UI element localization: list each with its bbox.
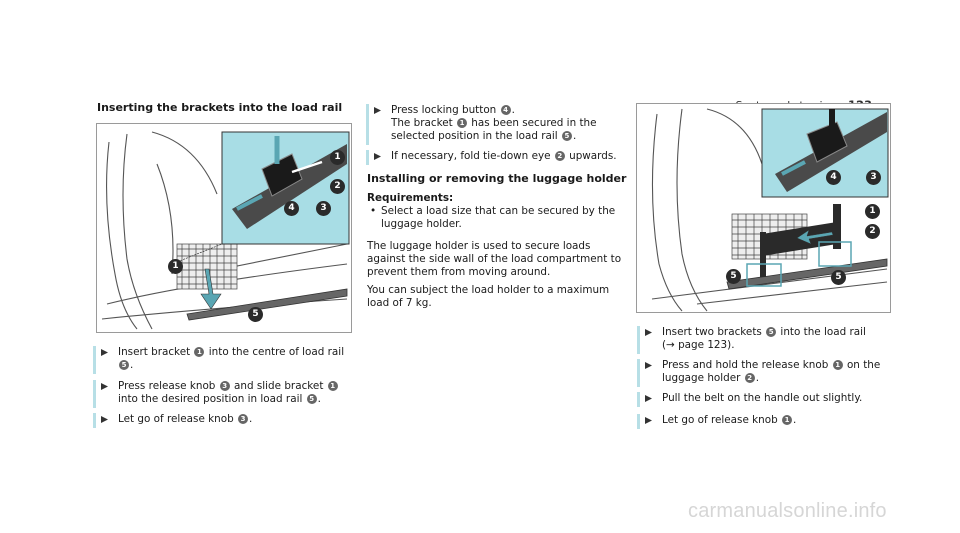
paragraph-purpose: The luggage holder is used to secure loa… <box>367 240 622 278</box>
callout-3: 3 <box>866 170 881 185</box>
bullet-dot-icon: • <box>370 205 377 217</box>
requirements-label: Requirements: <box>367 192 454 204</box>
step-arrow-icon <box>645 395 652 402</box>
step-arrow-icon <box>101 416 108 423</box>
callout-2: 2 <box>865 224 880 239</box>
step-arrow-icon <box>101 383 108 390</box>
callout-5: 5 <box>726 269 741 284</box>
requirement-item: • Select a load size that can be secured… <box>370 205 616 230</box>
ref-2: 2 <box>554 151 565 161</box>
step-arrow-icon <box>374 107 381 114</box>
section-heading: Inserting the brackets into the load rai… <box>97 101 343 114</box>
step-arrow-icon <box>374 153 381 160</box>
section-heading-luggage: Installing or removing the luggage holde… <box>367 172 627 185</box>
page-reference-link[interactable]: (→ page 123). <box>662 339 735 351</box>
ref-5: 5 <box>766 327 777 337</box>
ref-4: 4 <box>500 105 511 115</box>
step-arrow-icon <box>645 362 652 369</box>
step-press-release: Press release knob 3 and slide bracket 1… <box>93 380 339 408</box>
step-press-hold: Press and hold the release knob 1 on the… <box>637 359 880 387</box>
step-pull-belt: Pull the belt on the handle out slightly… <box>637 392 862 407</box>
paragraph-max-load: You can subject the load holder to a max… <box>367 284 610 309</box>
step-arrow-icon <box>645 329 652 336</box>
ref-3: 3 <box>238 414 248 424</box>
ref-2: 2 <box>744 373 755 383</box>
ref-1: 1 <box>194 347 205 357</box>
ref-3: 3 <box>219 381 230 391</box>
ref-1: 1 <box>832 360 843 370</box>
callout-1: 1 <box>330 150 345 165</box>
step-let-go-knob: Let go of release knob 1. <box>637 414 796 429</box>
step-insert-two-brackets: Insert two brackets 5 into the load rail… <box>637 326 866 354</box>
callout-5: 5 <box>248 307 263 322</box>
step-arrow-icon <box>645 417 652 424</box>
callout-1b: 1 <box>168 259 183 274</box>
watermark-text: carmanualsonline.info <box>688 500 887 522</box>
ref-5: 5 <box>119 360 129 370</box>
step-press-locking: Press locking button 4. The bracket 1 ha… <box>366 104 597 145</box>
callout-5b: 5 <box>831 270 846 285</box>
step-arrow-icon <box>101 349 108 356</box>
figure-bracket-insert: 1 2 3 4 5 1 <box>96 123 352 333</box>
ref-1: 1 <box>327 381 338 391</box>
luggage-holder-illustration <box>651 108 889 312</box>
step-fold-eye: If necessary, fold tie-down eye 2 upward… <box>366 150 617 165</box>
step-let-go: Let go of release knob 3. <box>93 413 252 428</box>
callout-4: 4 <box>826 170 841 185</box>
figure-luggage-holder: 1 2 3 4 5 5 <box>636 103 891 313</box>
bracket-illustration <box>101 131 350 330</box>
callout-2: 2 <box>330 179 345 194</box>
ref-5: 5 <box>561 131 572 141</box>
ref-5: 5 <box>306 394 317 404</box>
ref-1: 1 <box>457 118 467 128</box>
callout-3: 3 <box>316 201 331 216</box>
ref-1: 1 <box>782 415 792 425</box>
callout-1: 1 <box>865 204 880 219</box>
step-insert-bracket: Insert bracket 1 into the centre of load… <box>93 346 344 374</box>
callout-4: 4 <box>284 201 299 216</box>
